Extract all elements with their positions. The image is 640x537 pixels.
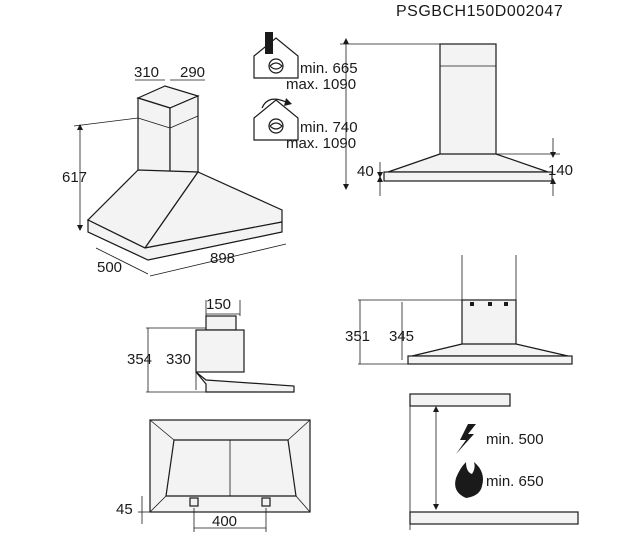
vent-min: min. 665 [300,60,358,77]
dim-400: 400 [212,513,237,530]
canopy-rim-front [383,171,553,182]
dim-290: 290 [180,64,205,81]
front-bracket-view: 351 345 [345,255,573,365]
dim-354: 354 [127,351,152,368]
hood-perspective [86,85,283,261]
canopy-front [387,153,549,173]
bracket-front-rim [407,355,573,365]
document-code: PSGBCH150D002047 [396,3,563,20]
bracket-top [205,315,237,331]
dim-45: 45 [116,501,133,518]
bracket-canopy [195,371,295,393]
mount-hole-left [189,497,199,507]
side-bracket-view: 150 354 330 [127,296,295,393]
recirc-max: max. 1090 [286,135,356,152]
dim-345: 345 [389,328,414,345]
front-elevation: 40 140 [340,38,573,196]
flame-icon [455,462,483,498]
dim-330: 330 [166,351,191,368]
hood-dimensions: 310 290 617 500 898 [62,64,287,277]
vent-out-house-icon [253,32,299,79]
bracket-front-canopy [411,343,569,357]
hood-bottom [409,393,511,407]
dim-40: 40 [357,163,374,180]
dim-150: 150 [206,296,231,313]
recirculation-house-icon [253,98,299,141]
vent-max: max. 1090 [286,76,356,93]
chimney-front [439,43,497,169]
lightning-icon [456,424,476,454]
dim-500: 500 [97,259,122,276]
bracket-body [195,329,245,373]
dim-140: 140 [548,162,573,179]
recirc-min: min. 740 [300,119,358,136]
mount-hole-right [261,497,271,507]
dim-351: 351 [345,328,370,345]
underside-view: 45 400 [116,419,311,532]
dim-617: 617 [62,169,87,186]
electric-clearance: min. 500 [486,431,544,448]
clearance-view: min. 500 min. 650 [409,393,579,530]
gas-clearance: min. 650 [486,473,544,490]
hob [409,511,579,525]
dim-898: 898 [210,250,235,267]
dim-310: 310 [134,64,159,81]
